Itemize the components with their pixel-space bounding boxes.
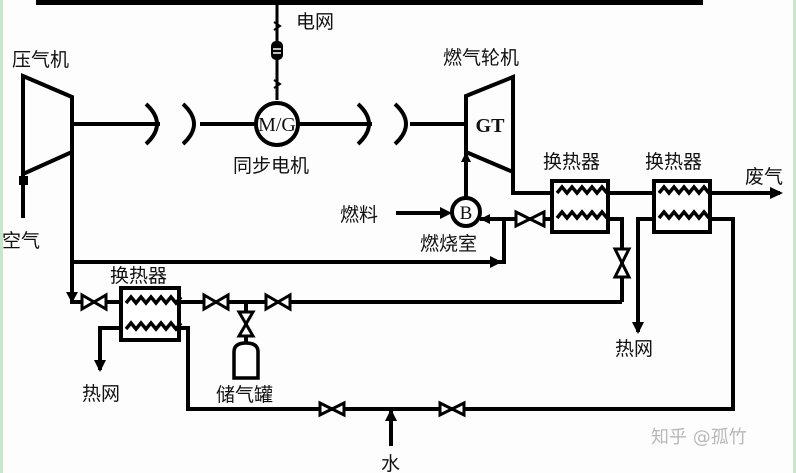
valve-icon xyxy=(80,292,108,312)
hx2-heat-network-pipe xyxy=(636,217,654,332)
arrow-right-icon xyxy=(490,256,502,268)
heat-exchanger-3 xyxy=(119,286,183,342)
valve-icon xyxy=(236,310,256,338)
air-label: 空气 xyxy=(2,230,40,252)
exhaust-label: 废气 xyxy=(745,166,783,188)
arrow-down-icon xyxy=(66,292,78,303)
coupling-icon xyxy=(393,102,408,146)
arrow-down-icon xyxy=(632,322,644,334)
motor-generator-text: M/G xyxy=(258,114,296,136)
arrow-up-icon xyxy=(385,409,397,421)
heat-exchanger-1-label: 换热器 xyxy=(543,151,600,173)
valve-icon xyxy=(514,209,546,229)
valve-icon xyxy=(318,400,346,418)
exhaust-arrow-icon xyxy=(770,187,783,199)
heat-exchanger-2 xyxy=(652,179,712,234)
air-inlet-marker xyxy=(19,176,28,185)
heat-network-1-label: 热网 xyxy=(82,383,120,405)
compressor-label: 压气机 xyxy=(12,49,69,71)
bypass-pipe xyxy=(72,219,506,264)
heat-exchanger-3-label: 换热器 xyxy=(110,265,167,287)
coupling-icon xyxy=(181,102,196,146)
watermark: 知乎 @孤竹 xyxy=(651,427,747,448)
combustor-symbol xyxy=(450,196,482,228)
storage-tank-label: 储气罐 xyxy=(216,384,273,406)
coupling-icon xyxy=(144,102,159,146)
arrow-down-icon xyxy=(94,360,106,372)
compressor-symbol xyxy=(21,72,74,178)
fuel-label: 燃料 xyxy=(340,204,378,226)
water-label: 水 xyxy=(381,453,400,473)
gas-turbine-text: GT xyxy=(476,115,506,137)
heat-exchanger-1 xyxy=(550,179,610,234)
valve-icon xyxy=(202,292,230,312)
storage-tank-symbol xyxy=(232,341,260,380)
arrow-left-icon xyxy=(480,214,490,224)
heat-exchanger-2-label: 换热器 xyxy=(645,151,702,173)
fuel-arrow-icon xyxy=(440,207,452,219)
heat-network-2-label: 热网 xyxy=(615,338,653,360)
valve-icon xyxy=(612,247,632,279)
grid-label: 电网 xyxy=(296,11,334,33)
coupling-icon xyxy=(356,102,371,146)
gas-turbine-label: 燃气轮机 xyxy=(443,47,519,69)
valve-icon xyxy=(264,292,292,312)
hx3-heat-network-pipe xyxy=(98,326,121,370)
arrow-up-icon xyxy=(461,152,471,162)
combustor-label: 燃烧室 xyxy=(420,233,477,255)
sync-motor-label: 同步电机 xyxy=(233,155,309,177)
grid-connection xyxy=(271,2,283,100)
valve-icon xyxy=(438,400,466,418)
combustor-text: B xyxy=(460,203,473,224)
